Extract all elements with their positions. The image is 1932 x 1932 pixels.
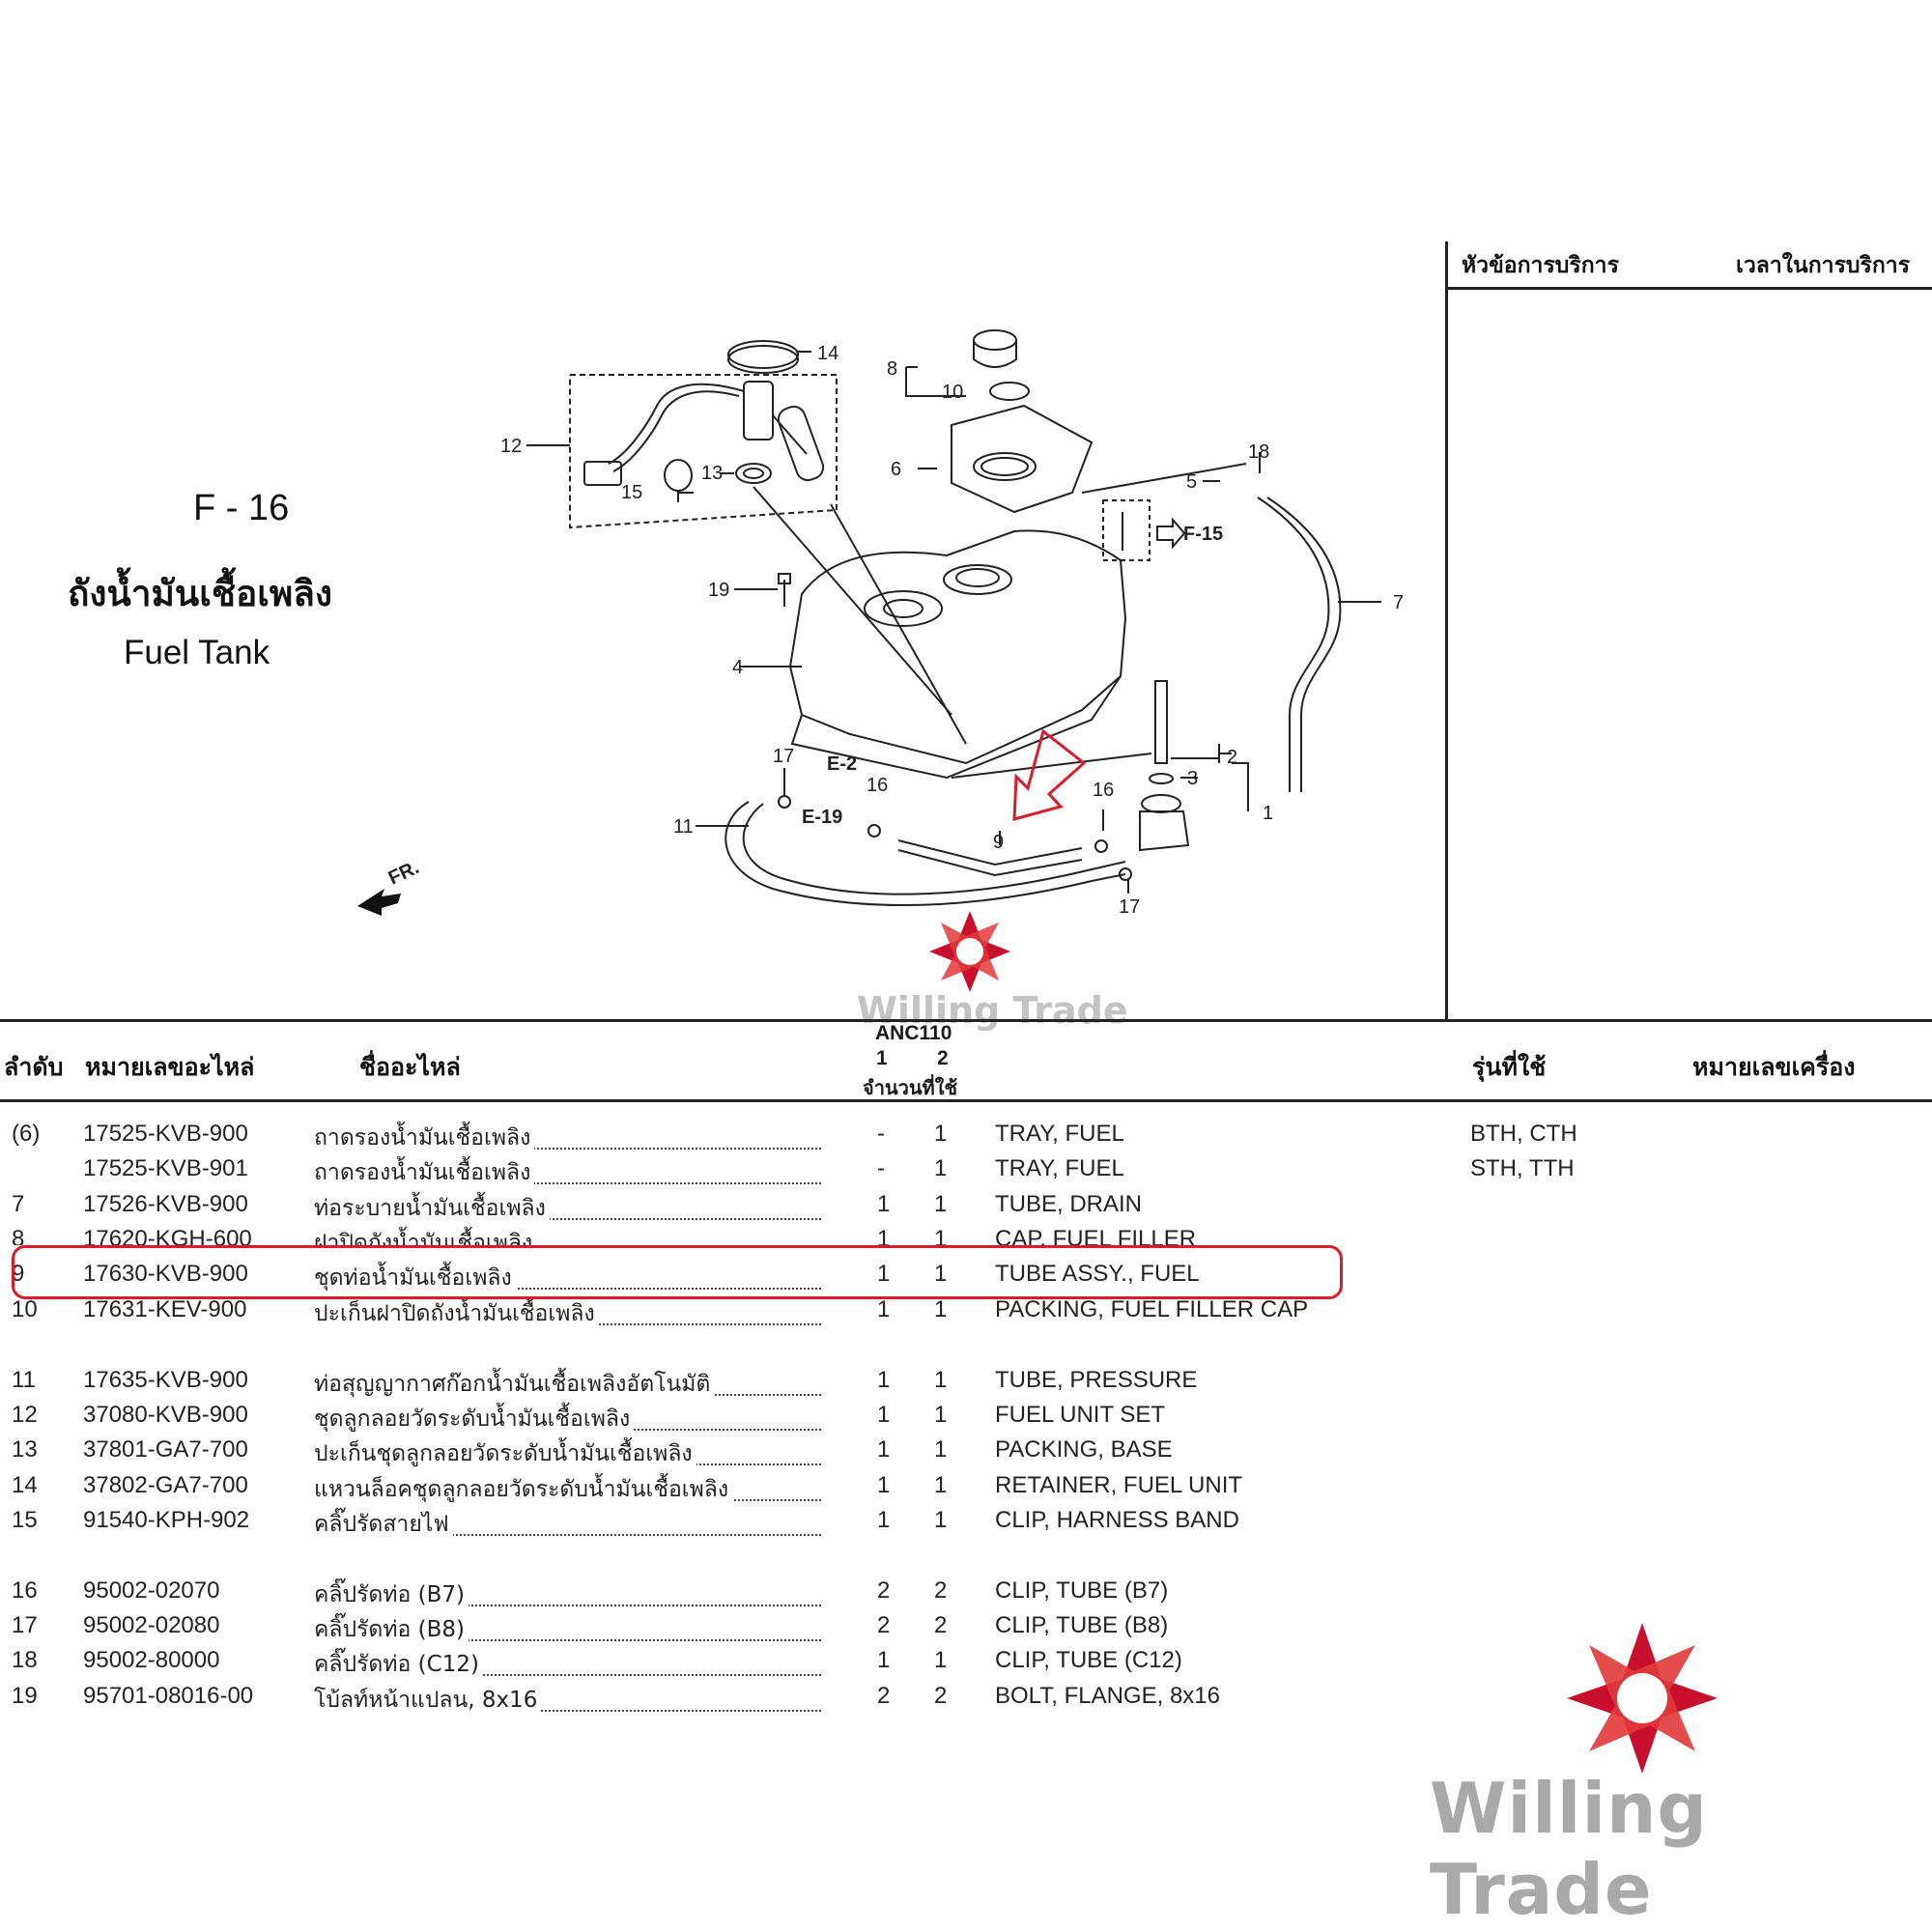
front-arrow	[357, 889, 401, 916]
callout-e2: E-2	[827, 753, 857, 775]
watermark-large: Willing Trade	[1430, 1768, 1708, 1930]
watermark-small: Willing Trade	[857, 989, 1128, 1032]
header-part-no: หมายเลขอะไหล่	[85, 1053, 255, 1081]
callout-e19: E-19	[802, 807, 842, 828]
figure-title-en: Fuel Tank	[124, 634, 270, 671]
service-panel-header-rule	[1445, 287, 1932, 290]
callout-f15: F-15	[1183, 524, 1223, 545]
header-part-name: ชื่ออะไหล่	[359, 1053, 461, 1081]
table-row: 18 95002-80000 คลิ๊ปรัดท่อ (C12) 1 1 CLI…	[12, 1647, 1182, 1677]
callout-14: 14	[817, 343, 838, 364]
table-row: 17525-KVB-901 ถาดรองน้ำมันเชื้อเพลิง - 1…	[83, 1155, 1575, 1185]
callout-16a: 16	[867, 775, 888, 796]
figure-code: F - 16	[193, 488, 290, 528]
header-qty-label: จำนวนที่ใช้	[863, 1076, 958, 1099]
callout-13: 13	[701, 463, 723, 484]
fuel-unit-box	[569, 374, 838, 529]
callout-15: 15	[621, 482, 642, 503]
table-row: 13 37801-GA7-700 ปะเก็นชุดลูกลอยวัดระดับ…	[12, 1436, 1173, 1466]
callout-8: 8	[887, 358, 897, 380]
table-header-rule	[0, 1099, 1932, 1102]
callout-6: 6	[891, 459, 901, 480]
callout-12: 12	[500, 436, 522, 457]
callout-10: 10	[942, 382, 963, 403]
table-row: 10 17631-KEV-900 ปะเก็นฝาปิดถังน้ำมันเชื…	[12, 1296, 1309, 1326]
willing-trade-logo	[1567, 1623, 1718, 1774]
header-ref: ลำดับ	[4, 1053, 64, 1081]
callout-4: 4	[732, 657, 743, 678]
callout-3: 3	[1187, 768, 1198, 789]
highlight-arrow	[1012, 728, 1087, 821]
table-top-rule	[0, 1019, 1932, 1022]
table-row: 17 95002-02080 คลิ๊ปรัดท่อ (B8) 2 2 CLIP…	[12, 1612, 1169, 1642]
callout-17b: 17	[1119, 896, 1140, 918]
row-highlight-box	[12, 1245, 1343, 1299]
header-qty-col1: 1	[876, 1047, 888, 1069]
table-row: 15 91540-KPH-902 คลิ๊ปรัดสายไฟ 1 1 CLIP,…	[12, 1507, 1239, 1537]
table-row: 12 37080-KVB-900 ชุดลูกลอยวัดระดับน้ำมัน…	[12, 1402, 1166, 1432]
header-engine-no: หมายเลขเครื่อง	[1692, 1053, 1856, 1081]
table-row: 19 95701-08016-00 โบ้ลท์หน้าแปลน, 8x16 2…	[12, 1683, 1220, 1713]
callout-11: 11	[673, 816, 694, 838]
table-row: (6) 17525-KVB-900 ถาดรองน้ำมันเชื้อเพลิง…	[12, 1121, 1577, 1151]
callout-5: 5	[1186, 471, 1197, 493]
service-panel-divider	[1445, 242, 1448, 1020]
callout-16b: 16	[1093, 780, 1114, 801]
header-model: ANC110	[875, 1022, 952, 1044]
service-panel-col2: เวลาในการบริการ	[1736, 253, 1911, 278]
callout-17a: 17	[773, 746, 794, 767]
logo-small	[929, 911, 1010, 992]
header-used-in: รุ่นที่ใช้	[1472, 1053, 1547, 1081]
callout-18: 18	[1248, 441, 1269, 463]
header-qty-col2: 2	[937, 1047, 949, 1069]
service-panel-col1: หัวข้อการบริการ	[1462, 253, 1619, 278]
callout-19: 19	[708, 580, 729, 601]
front-label: FR.	[385, 857, 422, 890]
callout-9: 9	[993, 832, 1004, 853]
figure-title-th: ถังน้ำมันเชื้อเพลิง	[68, 573, 332, 614]
table-row: 8 17620-KGH-600 ฝาปิดถังน้ำมันเชื้อเพลิง…	[0, 1226, 1932, 1245]
callout-1: 1	[1263, 803, 1273, 824]
table-row: 14 37802-GA7-700 แหวนล็อคชุดลูกลอยวัดระด…	[12, 1472, 1243, 1502]
table-row-highlighted[interactable]: 9 17630-KVB-900 ชุดท่อน้ำมันเชื้อเพลิง 1…	[12, 1261, 1200, 1291]
table-row: 16 95002-02070 คลิ๊ปรัดท่อ (B7) 2 2 CLIP…	[12, 1577, 1169, 1607]
table-row: 11 17635-KVB-900 ท่อสุญญากาศก๊อกน้ำมันเช…	[12, 1367, 1198, 1397]
callout-7: 7	[1393, 592, 1404, 613]
table-row: 7 17526-KVB-900 ท่อระบายน้ำมันเชื้อเพลิง…	[12, 1191, 1143, 1221]
callout-2: 2	[1227, 747, 1237, 768]
fuel-tank-diagram: FR. 14 8 10 12 13 15 6 5 18 F-15 19 4 7 …	[357, 329, 1404, 992]
